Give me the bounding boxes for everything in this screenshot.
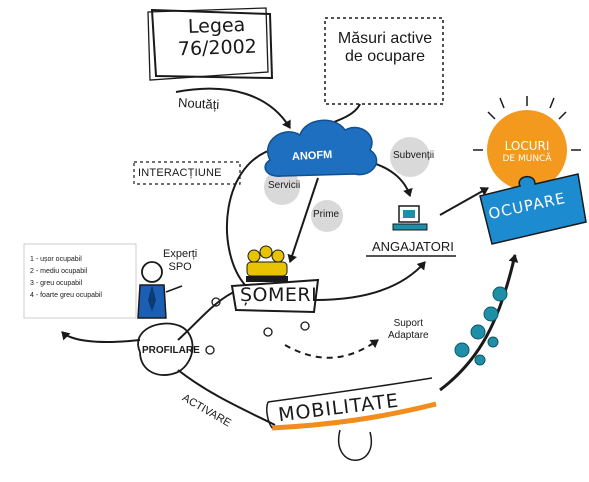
jobs-lightbulb-icon <box>473 96 581 190</box>
arrow-profiling-to-unemployed <box>177 289 239 341</box>
support-label: Suport Adaptare <box>388 318 429 341</box>
active-measures-label: Măsuri active de ocupare <box>330 30 440 67</box>
mobility-road <box>266 377 437 431</box>
active-measures-line2: de ocupare <box>344 48 426 66</box>
arrow-profiling-to-box <box>61 331 141 343</box>
arrow-anofm-to-unemployed <box>287 177 319 263</box>
jobs-label: LOCURI DE MUNCĂ <box>492 139 562 164</box>
arrow-support-adaptation <box>284 339 379 359</box>
employability-box <box>23 243 137 319</box>
jobs-line1: LOCURI <box>504 139 550 153</box>
hand-doodles <box>205 297 310 355</box>
employability-level-item: 3 - greu ocupabil <box>30 280 83 287</box>
law-line2: 76/2002 <box>177 35 258 61</box>
services-label: Servicii <box>268 180 301 191</box>
support-line1: Suport <box>393 318 424 329</box>
arrow-mobility-to-occupation <box>439 254 519 392</box>
big-loop-left <box>226 147 279 286</box>
employability-level-item: 1 - ușor ocupabil <box>30 256 82 263</box>
active-measures-line1: Măsuri active <box>337 30 433 47</box>
law-title: Legea 76/2002 <box>163 14 270 61</box>
mobility-loop <box>337 429 373 461</box>
experts-line2: SPO <box>168 260 192 273</box>
jobs-line2: DE MUNCĂ <box>502 153 552 164</box>
profiling-label: PROFILARE <box>142 345 200 356</box>
profiling-circle <box>137 322 194 376</box>
unemployed-people-icon <box>246 245 288 282</box>
expert-person-icon <box>137 261 183 319</box>
employability-level-item: 2 - mediu ocupabil <box>30 268 88 275</box>
subsidies-bubble <box>390 137 430 177</box>
arrow-employers-to-jobs <box>439 187 489 216</box>
arrow-unemployed-to-employers <box>314 261 426 301</box>
prime-label: Prime <box>313 209 340 220</box>
employability-levels-list: 1 - ușor ocupabil 2 - mediu ocupabil 3 -… <box>30 254 130 302</box>
employer-computer-icon <box>366 205 456 257</box>
employability-level-item: 4 - foarte greu ocupabil <box>30 292 102 299</box>
subsidies-label: Subvenții <box>393 150 435 161</box>
unemployed-box <box>230 278 320 314</box>
unemployed-label: ȘOMERI <box>240 284 318 306</box>
news-label: Noutăți <box>177 94 220 113</box>
activation-curve <box>177 369 276 426</box>
anofm-label: ANOFM <box>291 148 333 164</box>
interaction-box <box>133 161 241 185</box>
support-line2: Adaptare <box>388 329 429 341</box>
law-box <box>147 7 274 81</box>
occupation-puzzle <box>479 173 587 245</box>
services-bubble <box>264 169 300 205</box>
climbing-people-icon <box>454 286 508 366</box>
interaction-label: INTERACȚIUNE <box>138 167 222 179</box>
arrow-news-to-anofm <box>175 87 291 129</box>
experts-line1: Experți <box>163 248 198 260</box>
anofm-cloud <box>264 119 378 177</box>
experts-label: Experți SPO <box>163 248 197 273</box>
employers-label: ANGAJATORI <box>372 239 454 254</box>
prime-bubble <box>311 200 343 232</box>
